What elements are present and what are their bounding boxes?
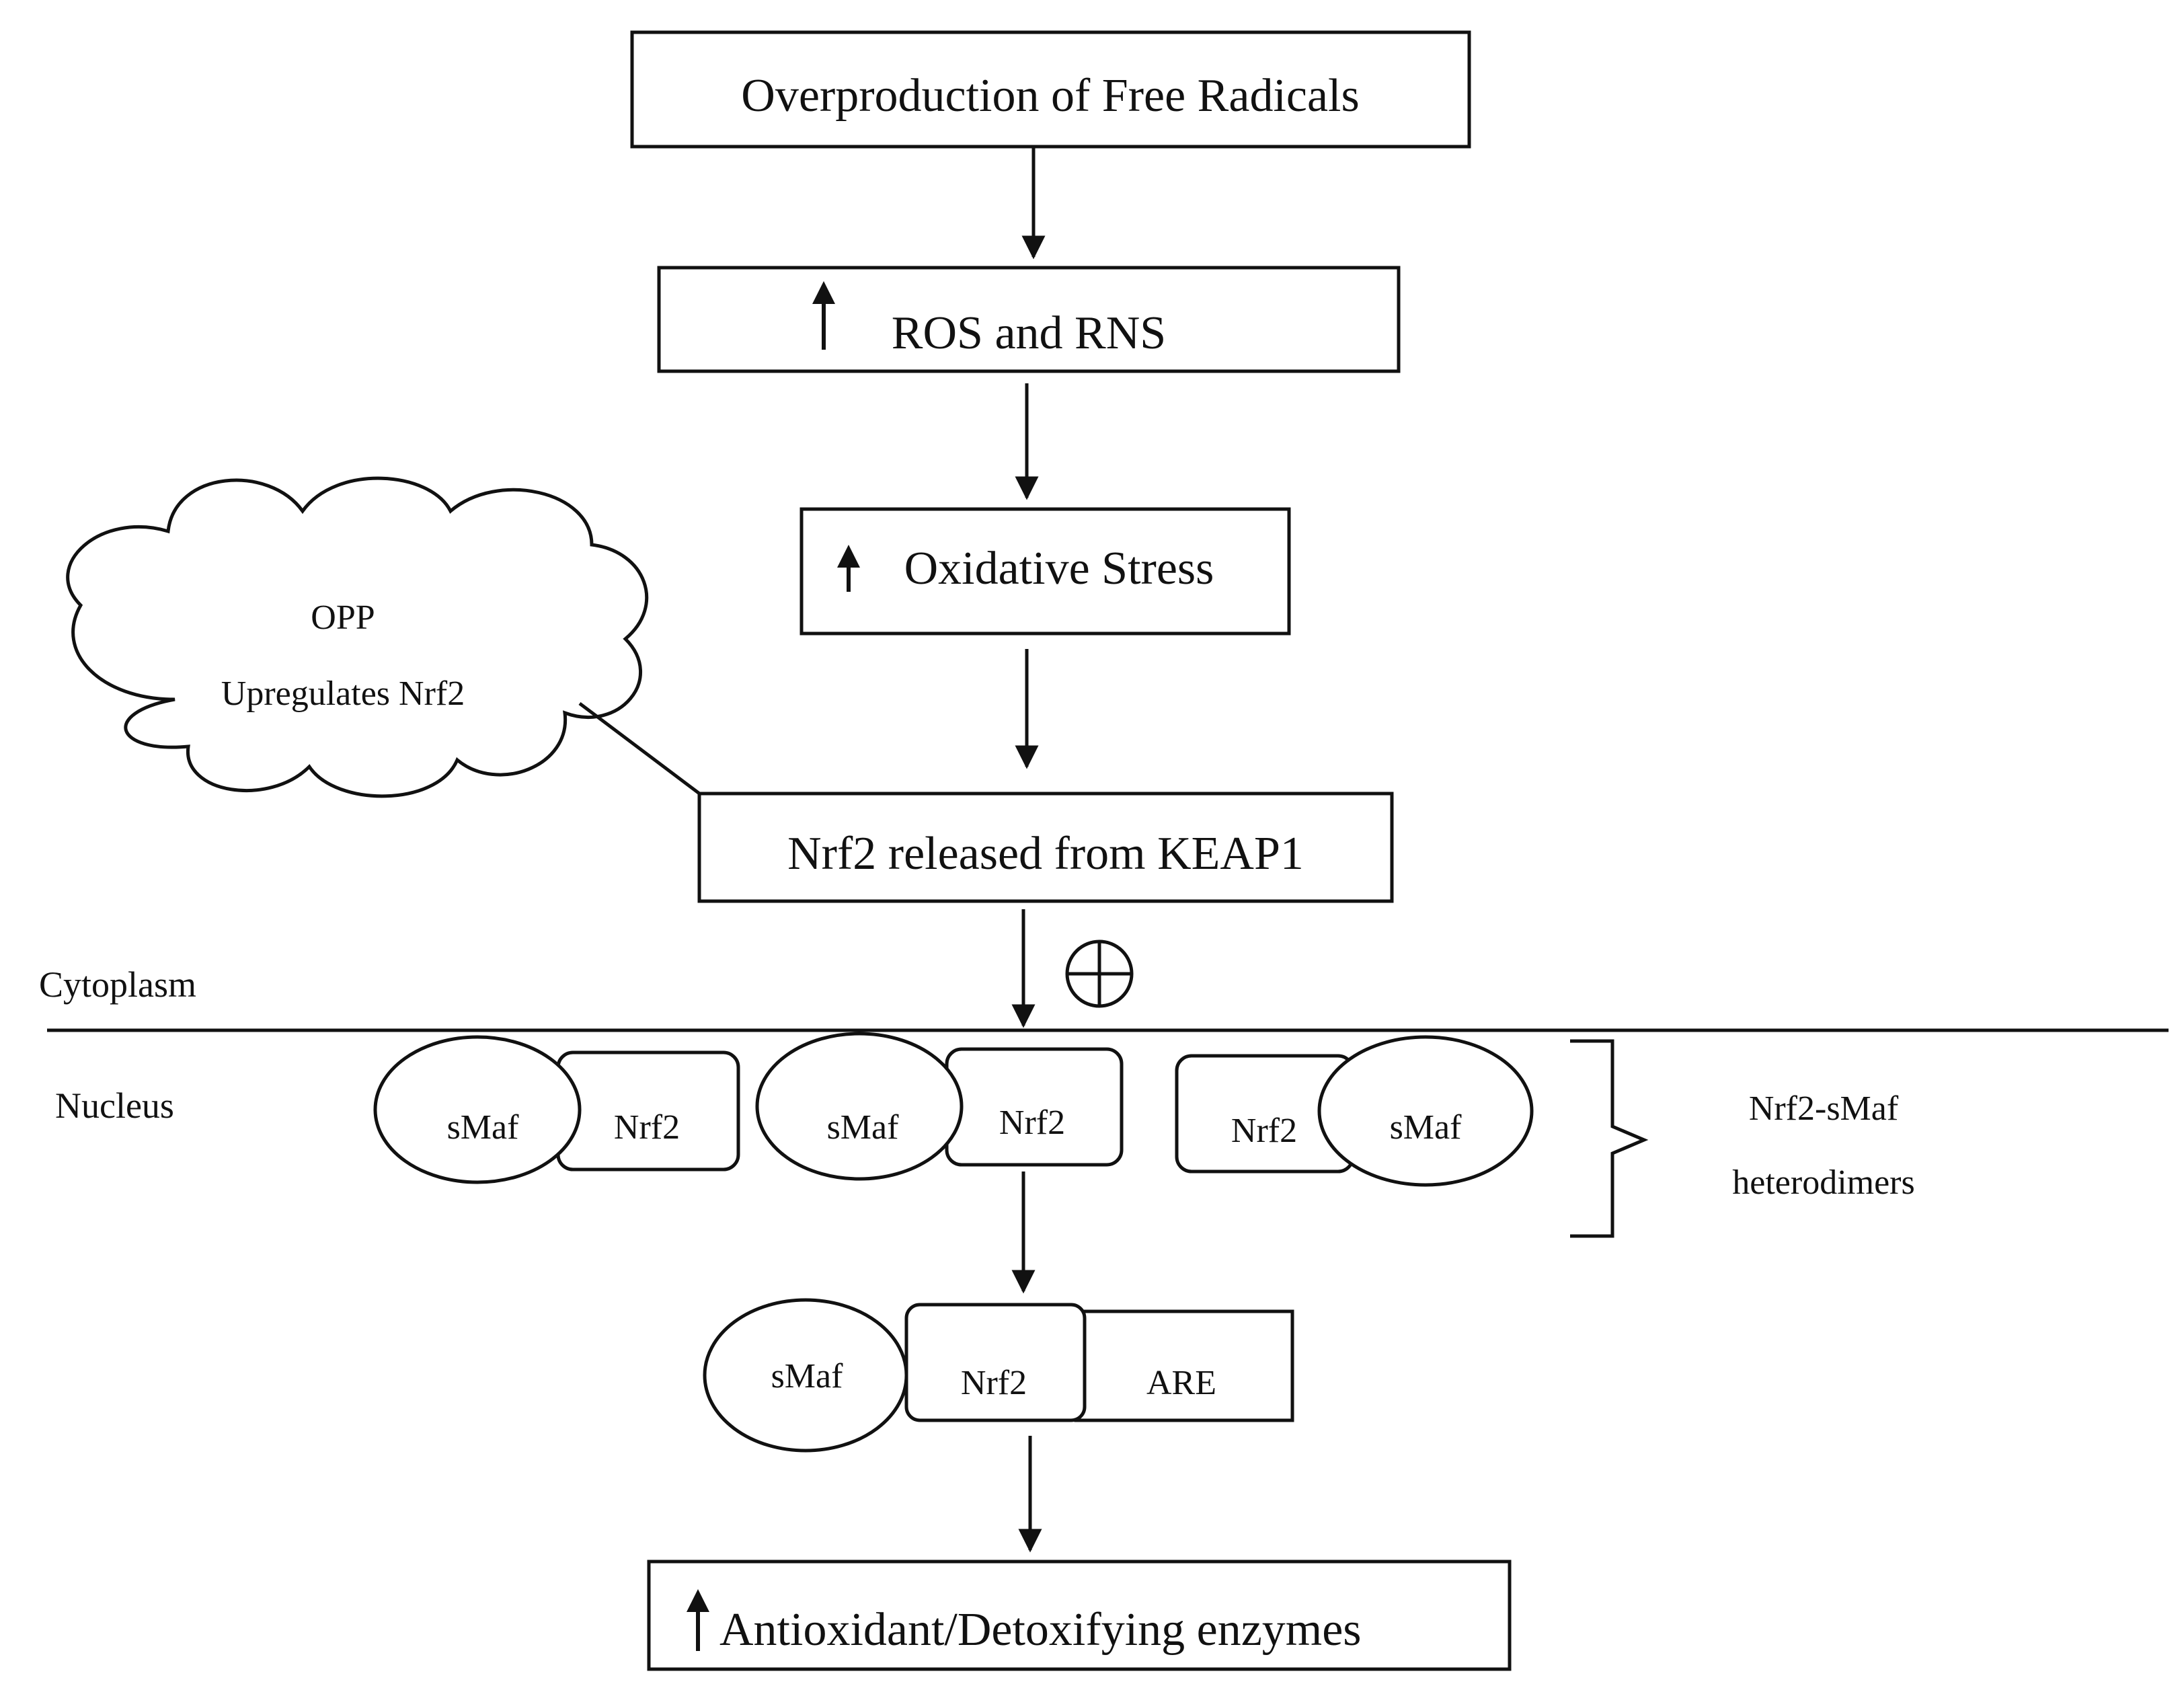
up-arrow-icon	[812, 281, 835, 350]
free-radicals-label: Overproduction of Free Radicals	[741, 70, 1359, 122]
nrf2-label: Nrf2	[614, 1108, 680, 1147]
node-free-radicals: Overproduction of Free Radicals	[630, 30, 1471, 149]
nrf2-label: Nrf2	[961, 1364, 1027, 1402]
ros-rns-label: ROS and RNS	[892, 307, 1166, 359]
oxidative-stress-label: Oxidative Stress	[904, 543, 1214, 594]
circle-plus-icon	[1065, 939, 1134, 1008]
bracket-label-line-1: Nrf2-sMaf	[1749, 1089, 1899, 1128]
are-complex: sMaf Nrf2 ARE	[703, 1298, 1294, 1453]
node-oxidative-stress: Oxidative Stress	[800, 507, 1291, 636]
opp-cloud: OPP Upregulates Nrf2	[66, 476, 649, 798]
heterodimer-1: sMaf Nrf2	[373, 1035, 740, 1184]
smaf-label: sMaf	[447, 1108, 520, 1147]
nucleus-label: Nucleus	[55, 1085, 174, 1126]
nrf2-label: Nrf2	[1231, 1112, 1297, 1150]
cloud-line-1: OPP	[311, 599, 375, 637]
nrf2-released-label: Nrf2 released from KEAP1	[787, 828, 1304, 880]
node-antioxidant: Antioxidant/Detoxifying enzymes	[647, 1560, 1512, 1671]
are-label: ARE	[1146, 1364, 1216, 1402]
heterodimer-3: Nrf2 sMaf	[1175, 1035, 1534, 1187]
cytoplasm-label: Cytoplasm	[39, 964, 196, 1005]
heterodimer-2: sMaf Nrf2	[755, 1032, 1124, 1181]
antioxidant-label: Antioxidant/Detoxifying enzymes	[719, 1604, 1362, 1656]
node-nrf2-released: Nrf2 released from KEAP1	[697, 792, 1394, 903]
heterodimer-bracket	[1570, 1039, 1649, 1238]
node-ros-rns: ROS and RNS	[657, 266, 1401, 373]
up-arrow-icon	[837, 545, 860, 592]
up-arrow-icon	[687, 1589, 709, 1651]
smaf-label: sMaf	[771, 1357, 844, 1395]
smaf-label: sMaf	[827, 1108, 900, 1147]
nrf2-label: Nrf2	[999, 1104, 1065, 1142]
smaf-label: sMaf	[1390, 1108, 1462, 1147]
cloud-line-2: Upregulates Nrf2	[221, 675, 465, 713]
bracket-label-line-2: heterodimers	[1732, 1163, 1914, 1202]
